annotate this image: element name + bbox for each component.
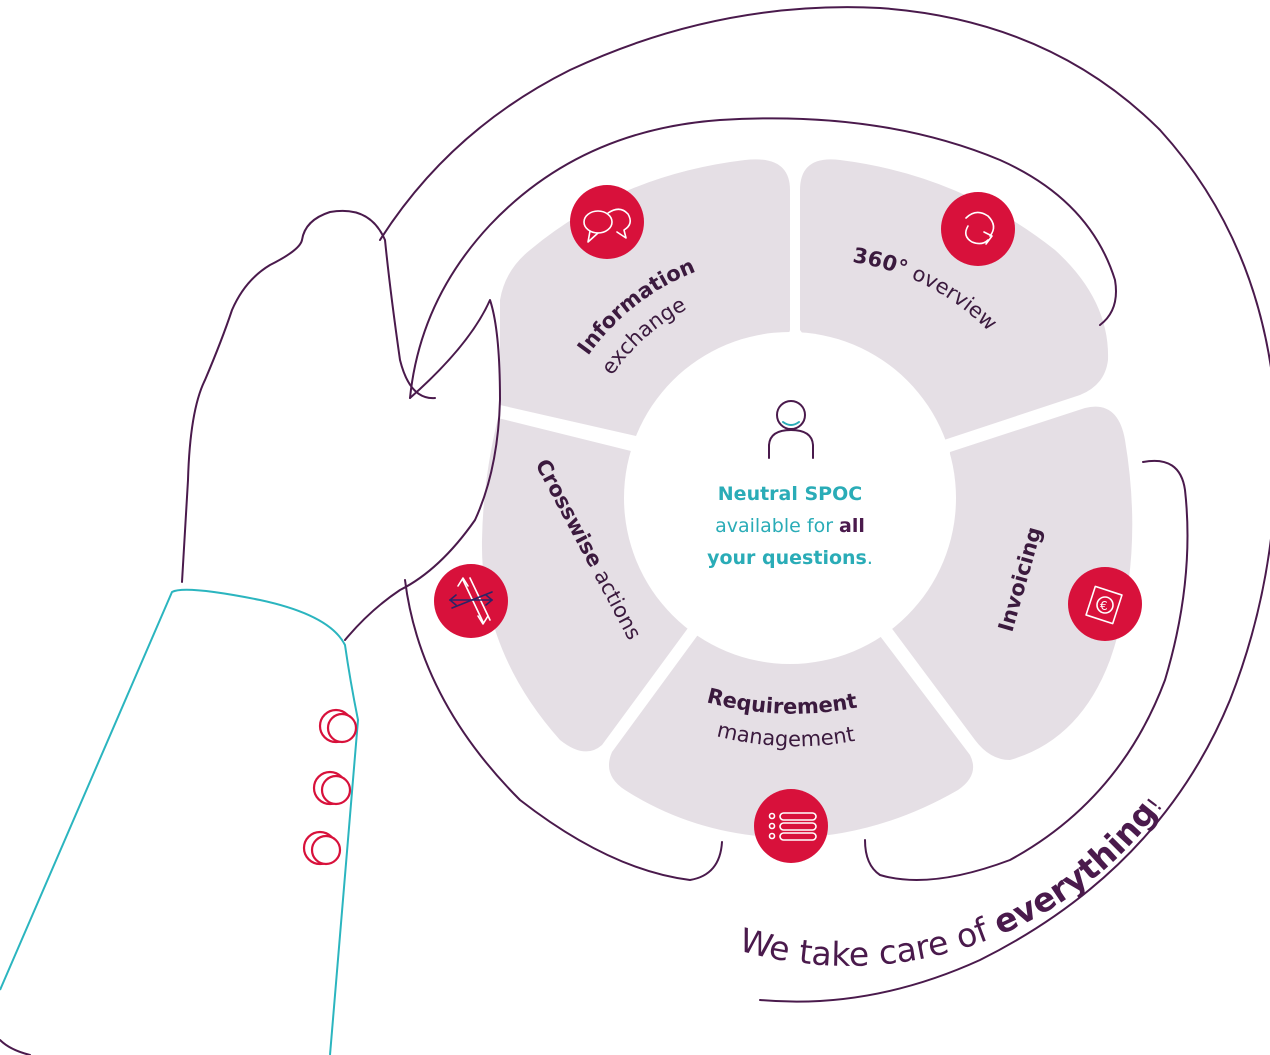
center-line-2-bold: all — [839, 515, 865, 537]
chat-bubbles-icon[interactable] — [570, 185, 644, 259]
hand-illustration — [0, 6, 1270, 1055]
hand-palm — [344, 299, 501, 641]
crossing-arrows-icon[interactable] — [434, 564, 508, 638]
sleeve-edge — [0, 1039, 31, 1055]
tagline-prefix: We take care of — [736, 906, 1003, 974]
segment-requirement-management[interactable] — [608, 632, 974, 838]
wheel-segments — [481, 159, 1133, 838]
cuff-button-1-front — [326, 712, 358, 744]
inner-ring-bottom — [404, 579, 723, 881]
center-line-3-bold: your questions — [707, 547, 867, 569]
cuff-button-2-front — [320, 774, 352, 806]
euro-note-icon[interactable]: € — [1068, 567, 1142, 641]
tagline-bold: everything — [987, 793, 1164, 942]
cuff-button-3-front — [310, 834, 342, 866]
center-hub — [624, 332, 956, 664]
person-icon — [768, 400, 814, 459]
center-line-1: Neutral SPOC — [718, 483, 862, 505]
list-icon[interactable] — [754, 789, 828, 863]
center-line-3-suffix: . — [867, 547, 873, 569]
center-line-2: available for all — [715, 515, 865, 537]
center-text: Neutral SPOC available for all your ques… — [707, 483, 873, 569]
segment-crosswise-actions[interactable] — [481, 418, 688, 752]
sleeve-cuff — [0, 588, 359, 1055]
center-line-3: your questions. — [707, 547, 873, 569]
svg-text:€: € — [1100, 599, 1108, 613]
outer-ring — [379, 6, 1270, 1003]
center-line-2-prefix: available for — [715, 515, 839, 537]
cuff-buttons — [302, 708, 358, 866]
inner-ring-left — [409, 117, 1117, 399]
rotate-arrow-icon[interactable] — [941, 192, 1015, 266]
hand-thumb — [181, 209, 436, 583]
inner-ring-right — [864, 459, 1189, 881]
